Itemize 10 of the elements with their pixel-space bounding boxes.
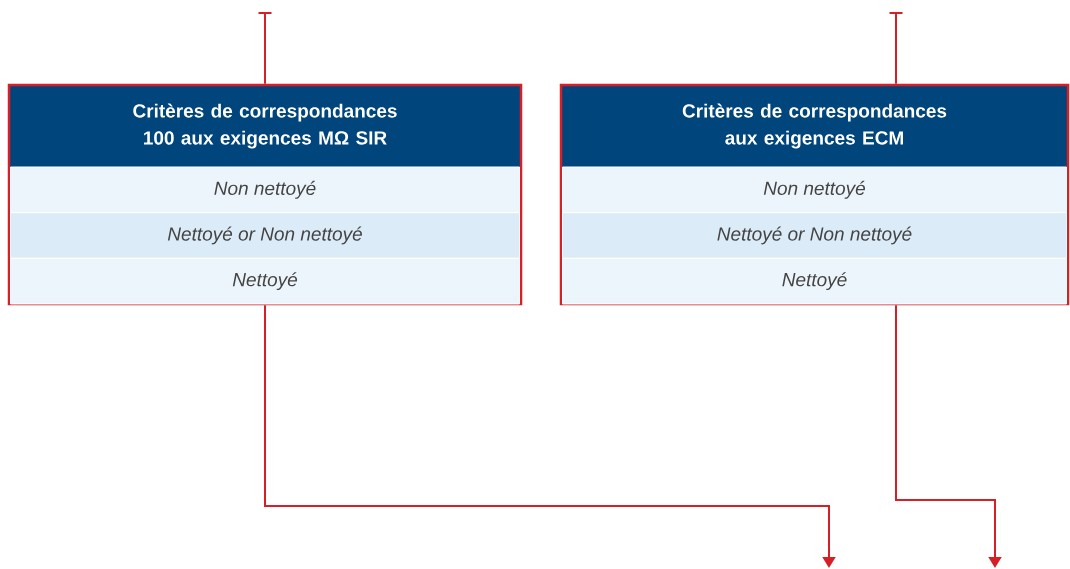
table-row: Nettoyé: [10, 257, 520, 305]
table-row: Nettoyé or Non nettoyé: [562, 212, 1067, 259]
arrow: [264, 304, 836, 568]
arrow: [257, 12, 273, 85]
arrow: [895, 304, 1002, 568]
table-row: Nettoyé: [562, 257, 1067, 305]
table-row: Non nettoyé: [10, 166, 520, 214]
table-row: Nettoyé or Non nettoyé: [10, 212, 520, 259]
arrow: [888, 12, 904, 85]
table-row: Non nettoyé: [562, 166, 1067, 214]
